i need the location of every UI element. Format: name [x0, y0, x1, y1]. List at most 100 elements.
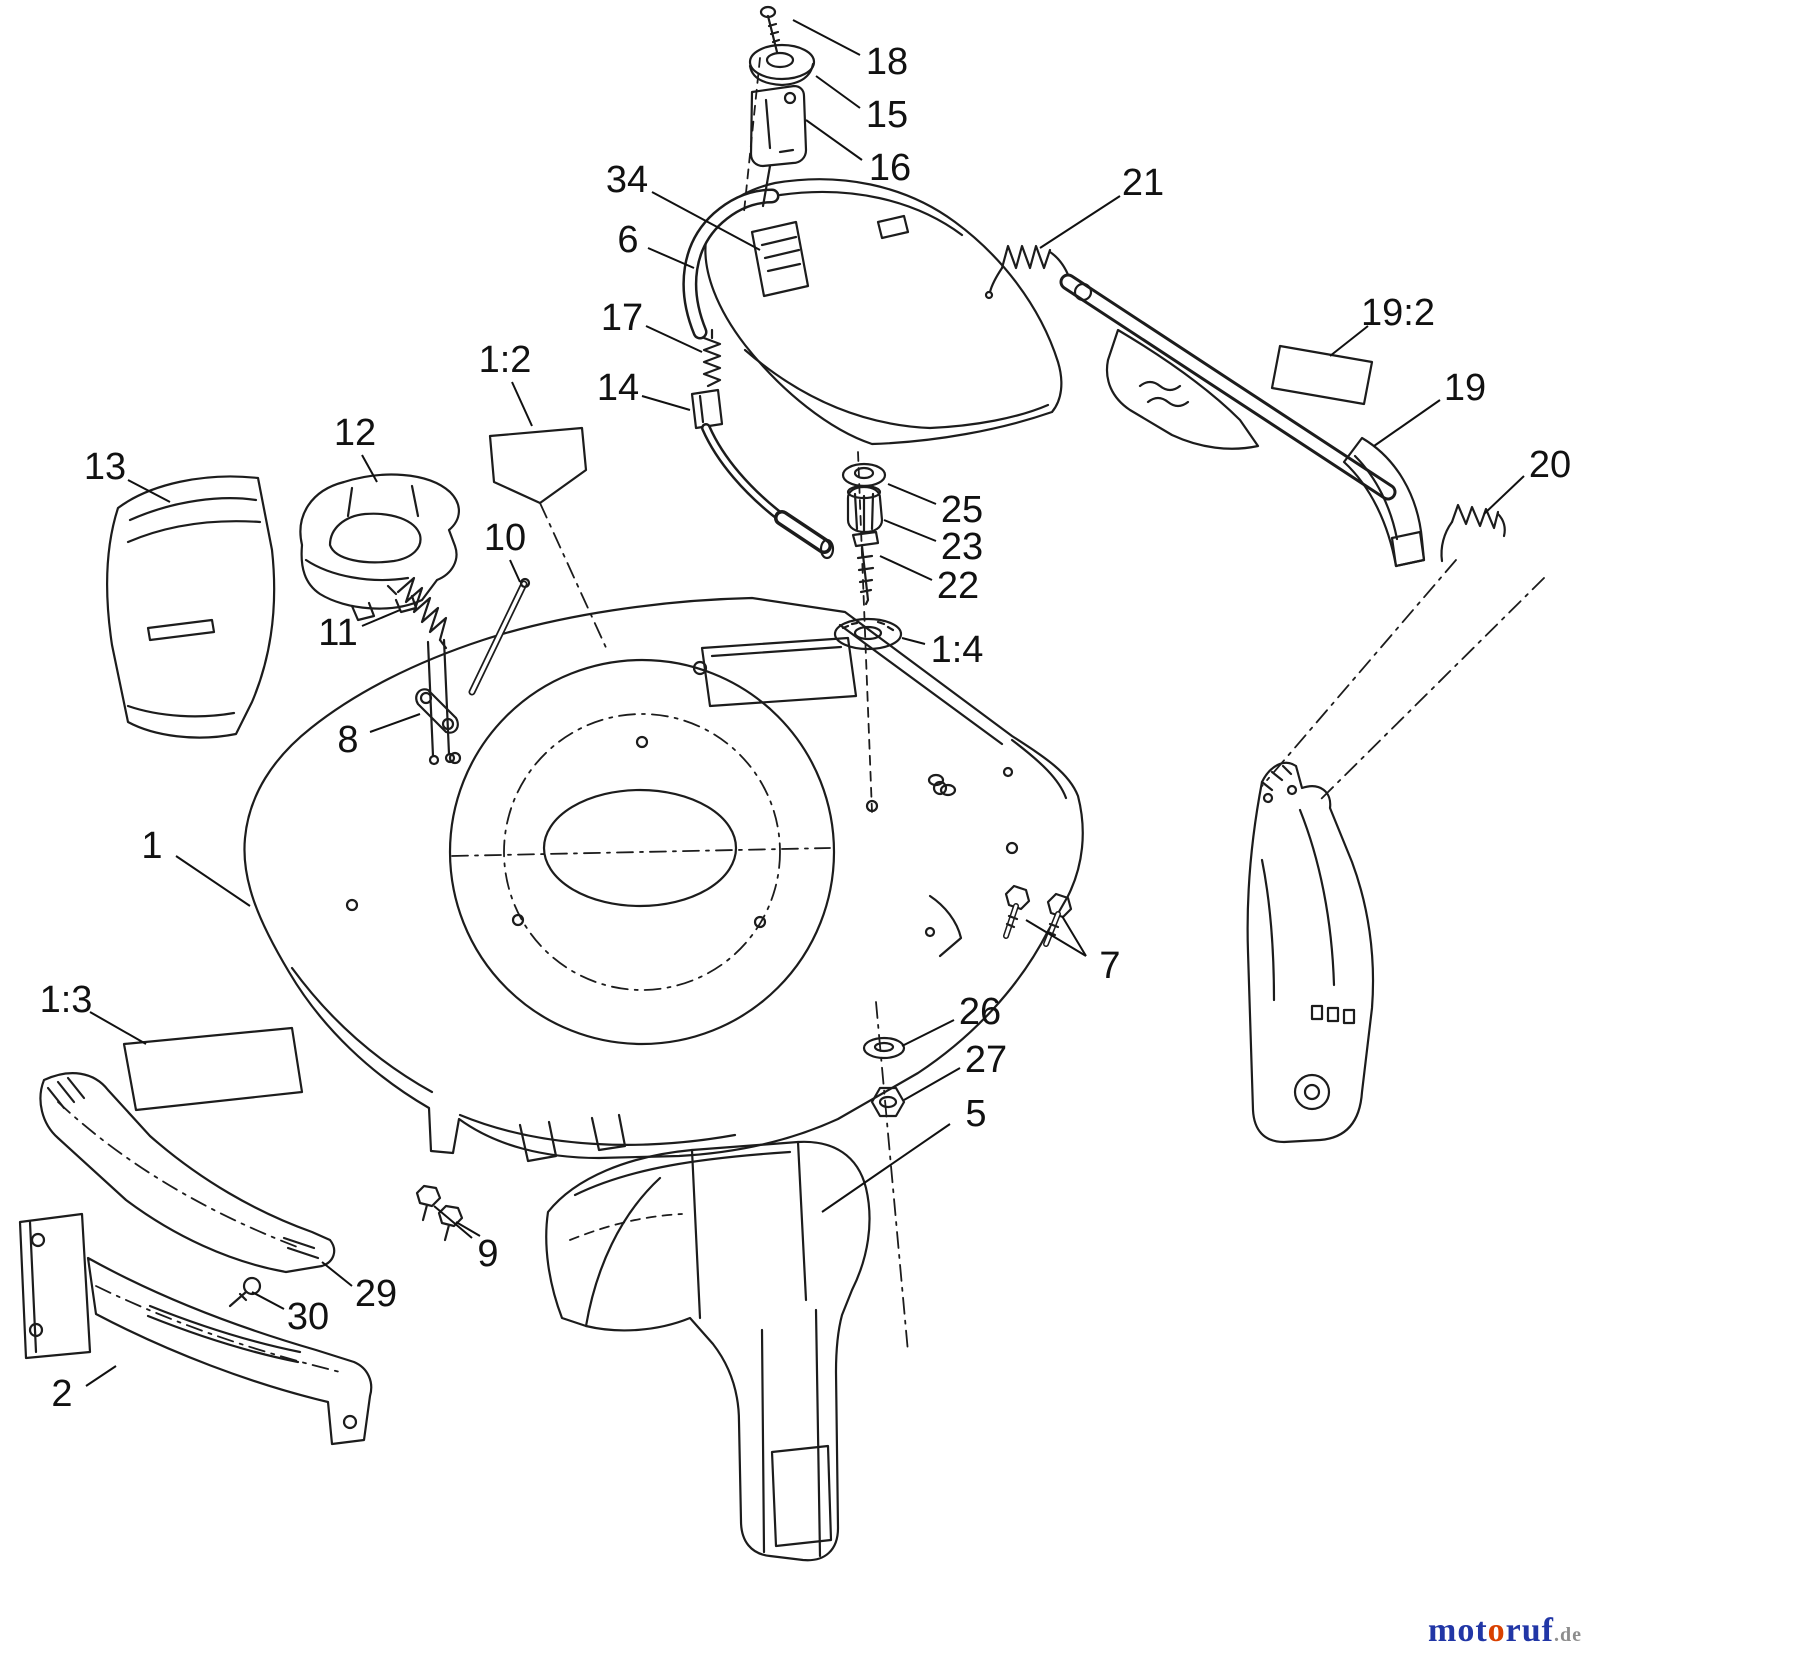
- rod-10: [468, 577, 531, 696]
- callout-8: 8: [337, 719, 358, 761]
- spring-20: [1450, 503, 1500, 530]
- callout-leader-30: [251, 1291, 285, 1310]
- callout-14: 14: [597, 367, 639, 409]
- handle-assembly: [984, 244, 1506, 568]
- callout-5: 5: [965, 1093, 986, 1135]
- callout-leader-1:2: [511, 381, 533, 427]
- callout-34: 34: [606, 159, 648, 201]
- callout-10: 10: [484, 517, 526, 559]
- watermark-part1: mot: [1428, 1612, 1488, 1649]
- callout-29: 29: [355, 1273, 397, 1315]
- side-discharge-panel-13: [106, 475, 276, 739]
- callout-leader-25: [887, 483, 937, 505]
- callout-leader-7: [1025, 919, 1087, 957]
- washer-26: [862, 1036, 906, 1060]
- callout-leader-34: [651, 191, 761, 251]
- decal-19-2: [1270, 344, 1374, 406]
- callout-leader-13: [127, 479, 171, 503]
- label-plate-34: [750, 220, 810, 298]
- cap-15: [748, 43, 816, 81]
- callout-leader-9: [455, 1221, 481, 1237]
- bolts-9: [415, 1184, 464, 1242]
- callout-leader-1:4: [901, 637, 926, 645]
- callout-leader-16: [805, 119, 863, 161]
- callout-leader-23: [883, 519, 937, 542]
- callout-leader-27: [903, 1067, 961, 1101]
- right-bracket-plate: [1246, 761, 1375, 1144]
- callout-leader-26: [901, 1019, 955, 1047]
- handle-tube-6: [682, 188, 780, 340]
- fastener-stack: [833, 451, 903, 813]
- callout-9: 9: [477, 1233, 498, 1275]
- callout-leader-18: [792, 19, 861, 56]
- bolt-22: [851, 530, 880, 606]
- callout-leader-17: [645, 325, 703, 353]
- blade-housing-circle: [448, 658, 836, 1046]
- callout-21: 21: [1122, 162, 1164, 204]
- rear-cover-outline: [704, 178, 1063, 446]
- deck-center-hole: [542, 788, 738, 908]
- callout-leader-19: [1373, 399, 1441, 447]
- knob-23: [846, 485, 884, 534]
- callout-leader-2: [85, 1365, 117, 1387]
- support-bracket-29: [39, 1072, 336, 1274]
- deck-outline: [243, 596, 1084, 1160]
- washer-26-nut-27: [862, 1036, 906, 1118]
- watermark-tld: .de: [1553, 1624, 1582, 1646]
- front-bumper-2: [18, 1212, 373, 1446]
- callout-1:2: 1:2: [479, 339, 532, 381]
- callout-23: 23: [941, 526, 983, 568]
- callout-1: 1: [141, 825, 162, 867]
- rod-14: [701, 423, 787, 523]
- callout-leader-14: [641, 395, 691, 411]
- callout-18: 18: [866, 41, 908, 83]
- callout-leader-19:2: [1329, 325, 1369, 357]
- bolts-7: [1003, 884, 1073, 947]
- housing-cover-12: [299, 473, 460, 622]
- callout-7: 7: [1099, 945, 1120, 987]
- callout-27: 27: [965, 1039, 1007, 1081]
- spring-21: [1000, 244, 1052, 270]
- watermark-part2: o: [1487, 1612, 1506, 1649]
- washer-1-4: [833, 617, 903, 651]
- callout-1:4: 1:4: [931, 629, 984, 671]
- nut-27: [870, 1086, 906, 1118]
- callout-19:2: 19:2: [1361, 292, 1435, 334]
- callout-leader-1:3: [89, 1011, 147, 1045]
- deck-housing: [243, 596, 1084, 1163]
- link-8: [415, 688, 459, 734]
- callout-16: 16: [869, 147, 911, 189]
- callout-19: 19: [1444, 367, 1486, 409]
- rear-cover-assembly: [682, 5, 1063, 560]
- callout-1:3: 1:3: [40, 979, 93, 1021]
- deck-top-cutout: [700, 636, 858, 708]
- callout-layer: 18151634617142119:219201:212131011825232…: [40, 19, 1571, 1415]
- callout-6: 6: [617, 219, 638, 261]
- bracket-16: [749, 84, 808, 168]
- callout-13: 13: [84, 446, 126, 488]
- callout-leader-29: [321, 1261, 353, 1287]
- callout-leader-6: [647, 247, 695, 269]
- callout-leader-10: [509, 559, 521, 583]
- discharge-chute-5: [545, 1140, 871, 1562]
- screw-30: [228, 1276, 262, 1308]
- callout-22: 22: [937, 565, 979, 607]
- callout-leader-8: [369, 713, 421, 733]
- callout-25: 25: [941, 489, 983, 531]
- callout-11: 11: [318, 612, 357, 654]
- callout-17: 17: [601, 297, 643, 339]
- watermark-part3: ruf: [1505, 1612, 1554, 1649]
- spring-17: [702, 336, 722, 388]
- spring-11-and-link-8: [386, 576, 459, 766]
- handle-panel: [1105, 328, 1260, 450]
- callout-leader-5: [821, 1123, 951, 1213]
- callout-leader-21: [1039, 195, 1121, 249]
- callout-leader-7: [1061, 915, 1087, 957]
- blade-centerline-circle: [503, 713, 781, 991]
- callout-30: 30: [287, 1296, 329, 1338]
- decal-1-2: [488, 426, 588, 505]
- callout-leader-12: [361, 454, 378, 483]
- callout-26: 26: [959, 991, 1001, 1033]
